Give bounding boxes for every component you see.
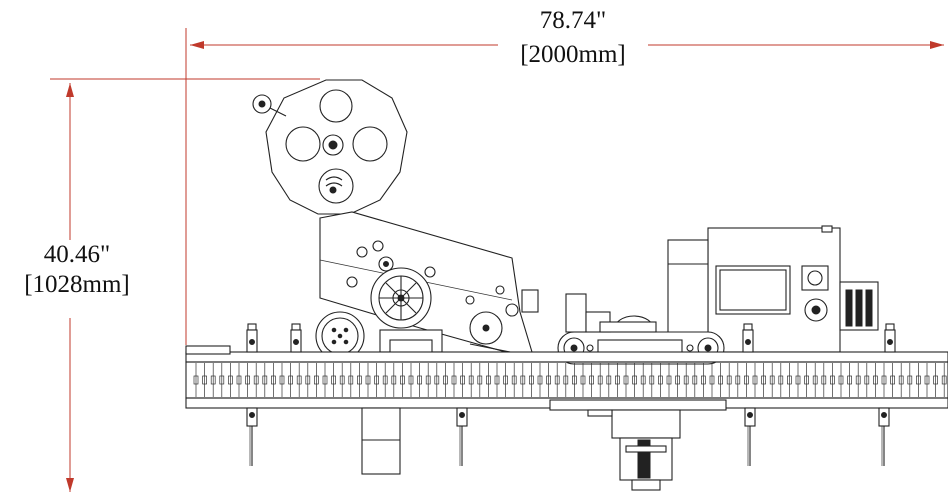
rewind-wheel xyxy=(370,267,432,329)
terminal-block xyxy=(839,281,879,331)
peel-roller xyxy=(469,311,531,357)
control-cabinet xyxy=(707,225,841,353)
height-dimension-label: 40.46" [1028mm] xyxy=(2,241,152,299)
guide-roller-top xyxy=(252,94,287,117)
width-imperial: 78.74" xyxy=(539,7,607,34)
width-dimension-label: 78.74" [2000mm] xyxy=(498,7,648,69)
drive-motor xyxy=(587,409,681,491)
width-metric: [2000mm] xyxy=(520,41,626,69)
height-imperial: 40.46" xyxy=(43,241,111,268)
conveyor-legs xyxy=(246,407,890,466)
conveyor-chain-links xyxy=(193,363,947,397)
height-metric: [1028mm] xyxy=(24,271,130,299)
support-box-left xyxy=(361,407,401,475)
guide-rail-posts xyxy=(246,323,896,353)
conveyor xyxy=(185,345,948,411)
width-dimension-line xyxy=(185,28,944,345)
height-dimension-line xyxy=(50,78,320,492)
label-reel xyxy=(265,79,408,215)
